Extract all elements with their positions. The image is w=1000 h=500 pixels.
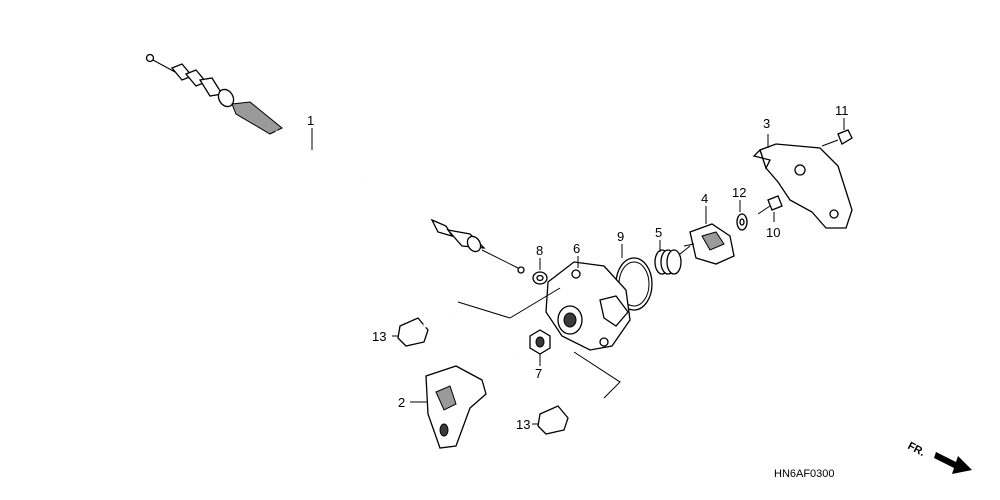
part-6-housing bbox=[545, 256, 631, 351]
part-3-lever-plate bbox=[752, 134, 853, 229]
callout-7: 7 bbox=[535, 366, 542, 381]
callout-10: 10 bbox=[766, 225, 780, 240]
part-7-nut bbox=[529, 329, 551, 366]
callout-13-upper: 13 bbox=[372, 329, 386, 344]
callout-11: 11 bbox=[835, 103, 849, 118]
callout-1: 1 bbox=[307, 113, 314, 128]
part-13-bolt-upper bbox=[392, 287, 561, 347]
front-indicator: FR. bbox=[906, 440, 972, 474]
part-11-bolt bbox=[821, 118, 853, 147]
callout-9: 9 bbox=[617, 229, 624, 244]
callout-5: 5 bbox=[655, 225, 662, 240]
part-2-arm bbox=[410, 351, 518, 449]
part-5-spring bbox=[654, 240, 691, 275]
part-4-cam bbox=[683, 206, 735, 265]
callout-8: 8 bbox=[536, 243, 543, 258]
callout-3: 3 bbox=[763, 116, 770, 131]
drawing-code: HN6AF0300 bbox=[774, 468, 835, 480]
callout-2: 2 bbox=[398, 395, 405, 410]
part-10-bolt bbox=[757, 195, 783, 222]
part-13-bolt-lower bbox=[532, 351, 621, 435]
part-1-cable bbox=[145, 53, 525, 274]
callout-6: 6 bbox=[573, 241, 580, 256]
part-12-washer bbox=[736, 200, 748, 231]
callout-13-lower: 13 bbox=[516, 417, 530, 432]
callout-12: 12 bbox=[732, 185, 746, 200]
callout-4: 4 bbox=[701, 191, 708, 206]
front-indicator-label: FR. bbox=[906, 440, 927, 459]
part-8-washer bbox=[532, 258, 548, 285]
front-arrow-icon bbox=[934, 452, 972, 474]
